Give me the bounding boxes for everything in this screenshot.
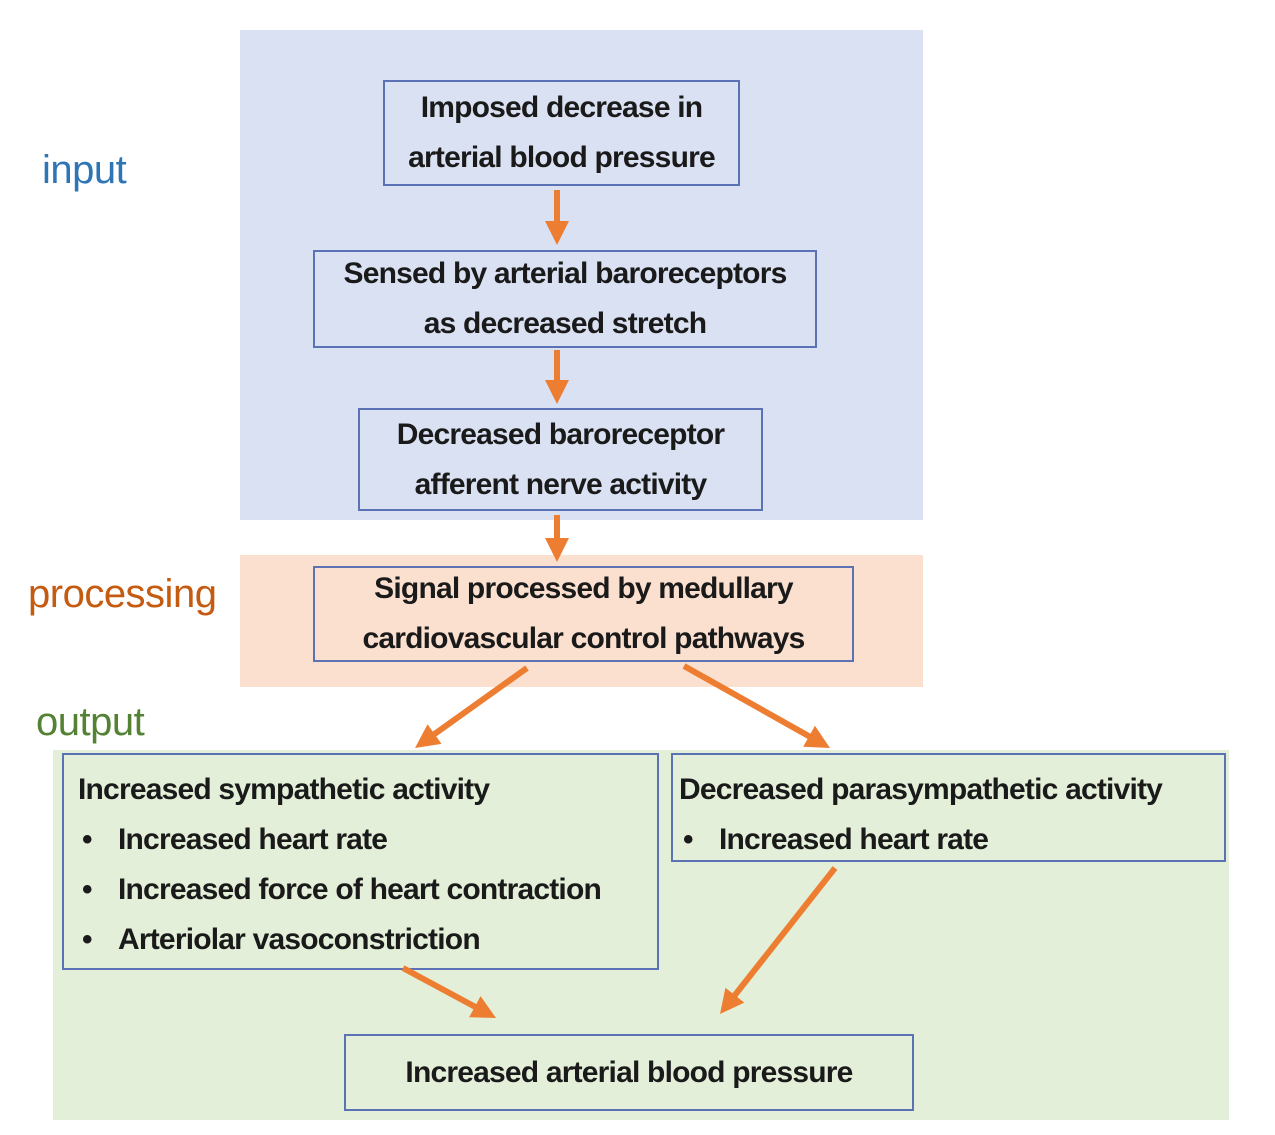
parasympathetic-effects-list: • Increased heart rate xyxy=(679,815,1224,865)
imposed-decrease-line-1: Imposed decrease in xyxy=(420,91,703,124)
arrow-head xyxy=(803,725,830,748)
afferent-activity-box: Decreased baroreceptor afferent nerve ac… xyxy=(358,408,763,511)
arrow-head xyxy=(415,724,442,748)
sympathetic-effect-contraction-force: Increased force of heart contraction xyxy=(118,873,602,906)
imposed-decrease-box: Imposed decrease in arterial blood press… xyxy=(383,80,740,186)
imposed-decrease-line-2: arterial blood pressure xyxy=(408,141,716,174)
sympathetic-effect-heart-rate: Increased heart rate xyxy=(118,823,388,856)
list-item: • Increased force of heart contraction xyxy=(78,865,657,915)
baroreceptor-sensing-box: Sensed by arterial baroreceptors as decr… xyxy=(313,250,817,348)
parasympathetic-activity-title: Decreased parasympathetic activity xyxy=(679,773,1163,806)
baroreceptor-sensing-line-1: Sensed by arterial baroreceptors xyxy=(343,257,788,290)
parasympathetic-activity-box: Decreased parasympathetic activity • Incr… xyxy=(671,753,1226,862)
sympathetic-activity-box: Increased sympathetic activity • Increase… xyxy=(62,753,659,970)
bullet-icon: • xyxy=(683,823,693,856)
increased-blood-pressure-label: Increased arterial blood pressure xyxy=(405,1055,853,1089)
bullet-icon: • xyxy=(82,823,92,856)
sympathetic-activity-title: Increased sympathetic activity xyxy=(78,773,490,806)
medullary-processing-box: Signal processed by medullary cardiovasc… xyxy=(313,566,854,662)
bullet-icon: • xyxy=(82,873,92,906)
list-item: • Arteriolar vasoconstriction xyxy=(78,915,657,965)
baroreceptor-sensing-line-2: as decreased stretch xyxy=(423,307,707,340)
list-item: • Increased heart rate xyxy=(78,815,657,865)
output-stage-label: output xyxy=(36,700,145,744)
list-item: • Increased heart rate xyxy=(679,815,1224,865)
parasympathetic-effect-heart-rate: Increased heart rate xyxy=(719,823,989,856)
afferent-activity-line-1: Decreased baroreceptor xyxy=(396,417,725,451)
processing-stage-label: processing xyxy=(28,572,217,616)
sympathetic-effects-list: • Increased heart rate • Increased force o… xyxy=(78,815,657,965)
afferent-activity-line-2: afferent nerve activity xyxy=(414,467,708,501)
increased-blood-pressure-box: Increased arterial blood pressure xyxy=(344,1034,914,1111)
input-stage-label: input xyxy=(42,148,127,192)
sympathetic-effect-vasoconstriction: Arteriolar vasoconstriction xyxy=(118,923,481,956)
medullary-processing-line-2: cardiovascular control pathways xyxy=(362,622,805,655)
medullary-processing-line-1: Signal processed by medullary xyxy=(374,572,793,605)
bullet-icon: • xyxy=(82,923,92,956)
